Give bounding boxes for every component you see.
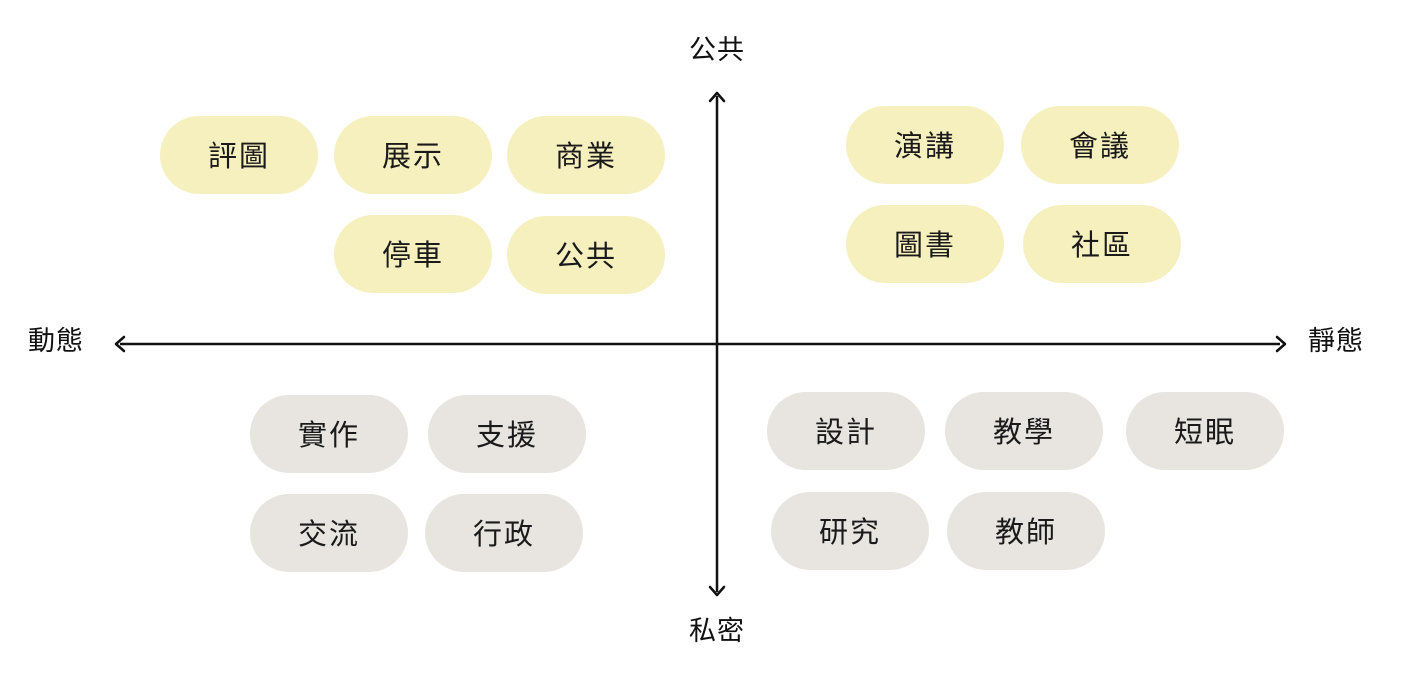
tag-dynamic-public: 商業 — [507, 116, 665, 194]
arrow-right-icon — [1275, 335, 1287, 353]
arrow-left-icon — [114, 335, 126, 353]
tag-dynamic-public: 評圖 — [160, 116, 318, 194]
tag-dynamic-private: 實作 — [250, 395, 408, 473]
tag-static-private: 教學 — [945, 392, 1103, 470]
tag-static-private: 教師 — [947, 492, 1105, 570]
tag-dynamic-public: 公共 — [507, 216, 665, 294]
tag-static-public: 演講 — [846, 106, 1004, 184]
axis-label-static: 靜態 — [1308, 326, 1364, 357]
arrow-down-icon — [708, 585, 726, 597]
tag-dynamic-private: 交流 — [250, 494, 408, 572]
tag-static-private: 研究 — [771, 492, 929, 570]
tag-dynamic-private: 行政 — [425, 494, 583, 572]
axis-label-dynamic: 動態 — [28, 326, 84, 357]
tag-dynamic-private: 支援 — [428, 395, 586, 473]
tag-static-public: 圖書 — [846, 205, 1004, 283]
tag-static-private: 設計 — [767, 392, 925, 470]
tag-dynamic-public: 停車 — [334, 215, 492, 293]
tag-static-public: 社區 — [1023, 205, 1181, 283]
tag-dynamic-public: 展示 — [334, 116, 492, 194]
arrow-up-icon — [708, 91, 726, 103]
tag-static-public: 會議 — [1021, 106, 1179, 184]
axis-label-public: 公共 — [689, 35, 745, 66]
tag-static-private: 短眠 — [1126, 392, 1284, 470]
axis-label-private: 私密 — [689, 616, 745, 647]
